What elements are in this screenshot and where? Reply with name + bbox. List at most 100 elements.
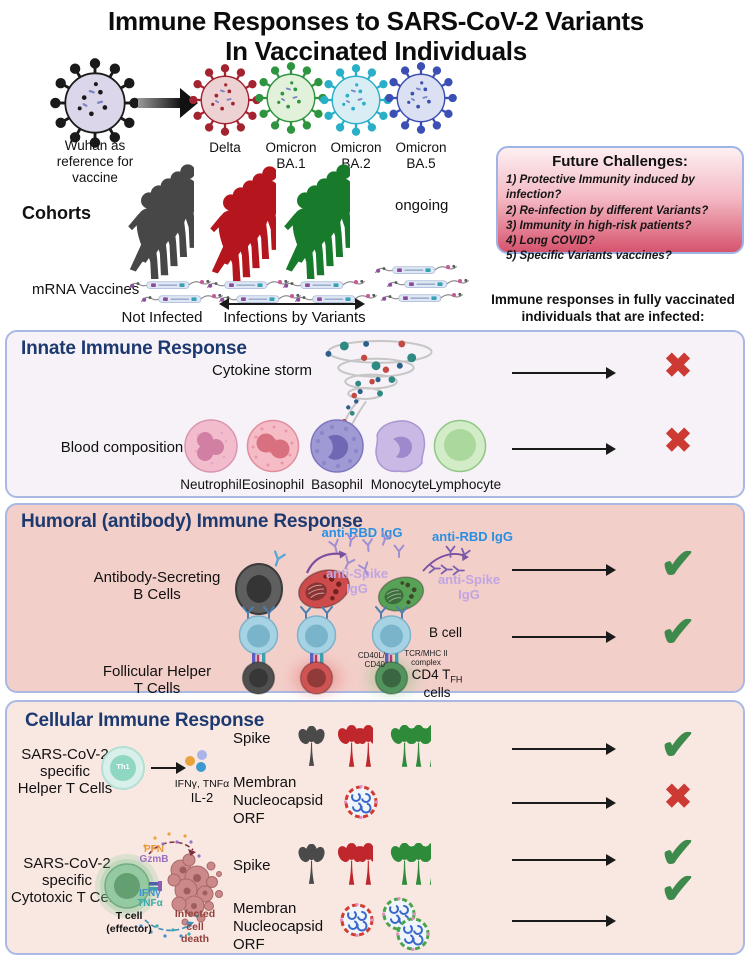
cohort-not-infected-people-icon (110, 164, 194, 279)
variant-label-wuhan: Wuhan as reference for vaccine (56, 138, 134, 186)
innate-panel-title: Innate Immune Response (21, 338, 247, 359)
spike-protein-gray-icon (297, 726, 325, 768)
b-cell-label: B cell (429, 625, 463, 640)
anti-rbd-label: anti-RBD IgG (432, 529, 513, 544)
naive-b-cell-icon (235, 563, 283, 615)
arrow-right (151, 762, 186, 774)
spike-label: Spike (233, 857, 271, 874)
cd4-label-cells: cells (423, 684, 451, 700)
cytokine-dots-icon (185, 750, 207, 772)
neutrophil-icon (184, 419, 238, 473)
future-challenge-item: 2) Re-infection by different Variants? (506, 203, 709, 217)
eosinophil-icon (246, 419, 300, 473)
anti-rbd-label: anti-RBD IgG (321, 525, 403, 540)
cd4-label-main: CD4 T (411, 667, 451, 682)
mrna-strand-icon (138, 291, 226, 307)
result-check: ✔ (660, 865, 696, 912)
cytokine-storm-label: Cytokine storm (211, 362, 313, 379)
cell-label-monocyte: Monocyte (370, 477, 430, 492)
variant-label-delta: Delta (209, 140, 241, 155)
cell-label-lymphocyte: Lymphocyte (428, 477, 502, 492)
future-challenge-item: 4) Long COVID? (506, 234, 595, 248)
cell-label-eosinophil: Eosinophil (241, 477, 305, 492)
arrow-right (512, 743, 616, 755)
monocyte-icon (375, 420, 426, 473)
spike-protein-green-icon (373, 722, 431, 768)
antibody-icon (344, 532, 358, 548)
future-challenges-title: Future Challenges: (552, 153, 688, 170)
result-cross: ✖ (663, 422, 693, 460)
pfn-label: PFN (144, 844, 164, 855)
lymphocyte-icon (433, 419, 487, 473)
cohorts-heading: Cohorts (22, 203, 91, 223)
future-challenge-item: 5) Specific Variants vaccines? (506, 249, 672, 263)
tcell-effector-label: T cell (effector) (106, 910, 152, 935)
infections-by-variants-label: Infections by Variants (223, 309, 366, 326)
future-challenges-list: 1) Protective Immunity induced by infect… (498, 172, 742, 264)
result-cross: ✖ (663, 347, 693, 385)
follicular-helper-label: Follicular Helper T Cells (102, 663, 212, 697)
humoral-panel: Humoral (antibody) Immune Response Antib… (5, 503, 745, 701)
cellular-panel: Cellular Immune Response SARS-CoV-2 spec… (5, 700, 745, 955)
ongoing-label: ongoing (395, 197, 449, 214)
mrna-strand-icon (378, 290, 466, 306)
nucleocapsid-virus-red-icon (337, 900, 377, 940)
not-infected-label: Not Infected (121, 309, 203, 326)
blood-composition-label: Blood composition (60, 439, 184, 456)
antibody-icon (393, 544, 405, 558)
arrow-right (512, 854, 616, 866)
arrow-right (512, 915, 616, 927)
cohort-delta-people-icon (192, 166, 276, 281)
nucleocapsid-virus-red-icon (341, 782, 381, 822)
cytokine-storm-icon (325, 339, 433, 444)
future-challenge-item: 1) Protective Immunity induced by infect… (506, 173, 695, 202)
cytotoxic-killing-icon (95, 832, 223, 938)
omicron-ba1-virus-icon (255, 62, 327, 134)
gzmb-label: GzmB (139, 854, 169, 865)
antibody-secreting-label: Antibody-Secreting B Cells (93, 569, 221, 603)
arrow-right (512, 367, 616, 379)
arrow-right (512, 564, 616, 576)
nucleocapsid-virus-green-icon (393, 914, 433, 954)
omicron-ba5-virus-icon (385, 62, 457, 134)
delta-virus-icon (189, 64, 261, 136)
basophil-icon (310, 419, 364, 473)
result-check: ✔ (660, 829, 696, 876)
arrow-right (512, 797, 616, 809)
cd4-tfh-label: CD4 TFH cells (399, 667, 475, 700)
variant-label-ba5: Omicron BA.5 (395, 140, 447, 172)
tcr-mhc-label: TCR/MHC II complex (404, 649, 448, 668)
membran-nucleocapsid-label: Membran Nucleocapsid ORF (233, 774, 324, 827)
cohort-omicron-people-icon (266, 164, 350, 279)
antibody-icon (327, 538, 342, 555)
result-check: ✔ (660, 608, 696, 655)
ifng-label: IFNγ (139, 888, 161, 899)
anti-spike-label: anti-Spike IgG (325, 566, 389, 596)
helper-tcells-label: SARS-CoV-2 specific Helper T Cells (17, 746, 113, 797)
result-check: ✔ (660, 721, 696, 768)
humoral-panel-title: Humoral (antibody) Immune Response (21, 511, 363, 532)
result-cross: ✖ (663, 778, 693, 816)
mrna-vaccines-label: mRNA Vaccines (32, 281, 140, 298)
spike-label: Spike (233, 730, 271, 747)
wuhan-virus-icon (50, 58, 140, 148)
anti-spike-label: anti-Spike IgG (437, 572, 501, 602)
infections-range-arrow-icon (219, 298, 365, 310)
ifng-tnfa-label: IFNγ, TNFα (174, 778, 230, 790)
infected-responses-note: Immune responses in fully vaccinated ind… (491, 292, 735, 324)
infected-cell-death-label: Infected cell death (174, 908, 216, 946)
antibody-icon (445, 545, 456, 558)
future-challenge-item: 3) Immunity in high-risk patients? (506, 218, 692, 232)
future-challenges-box: Future Challenges: 1) Protective Immunit… (496, 146, 744, 262)
th1-cell-icon (101, 746, 145, 790)
variant-label-ba1: Omicron BA.1 (265, 140, 317, 172)
antibody-icon (361, 538, 374, 553)
arrow-right (512, 631, 616, 643)
membran-nucleocapsid-label: Membran Nucleocapsid ORF (233, 900, 324, 953)
arrow-right (512, 443, 616, 455)
page-title: Immune Responses to SARS-CoV-2 Variants … (108, 6, 644, 67)
cd40-label: CD40L/ CD40 (357, 651, 385, 670)
il2-label: IL-2 (190, 790, 214, 805)
th1-label: Th1 (116, 762, 130, 771)
